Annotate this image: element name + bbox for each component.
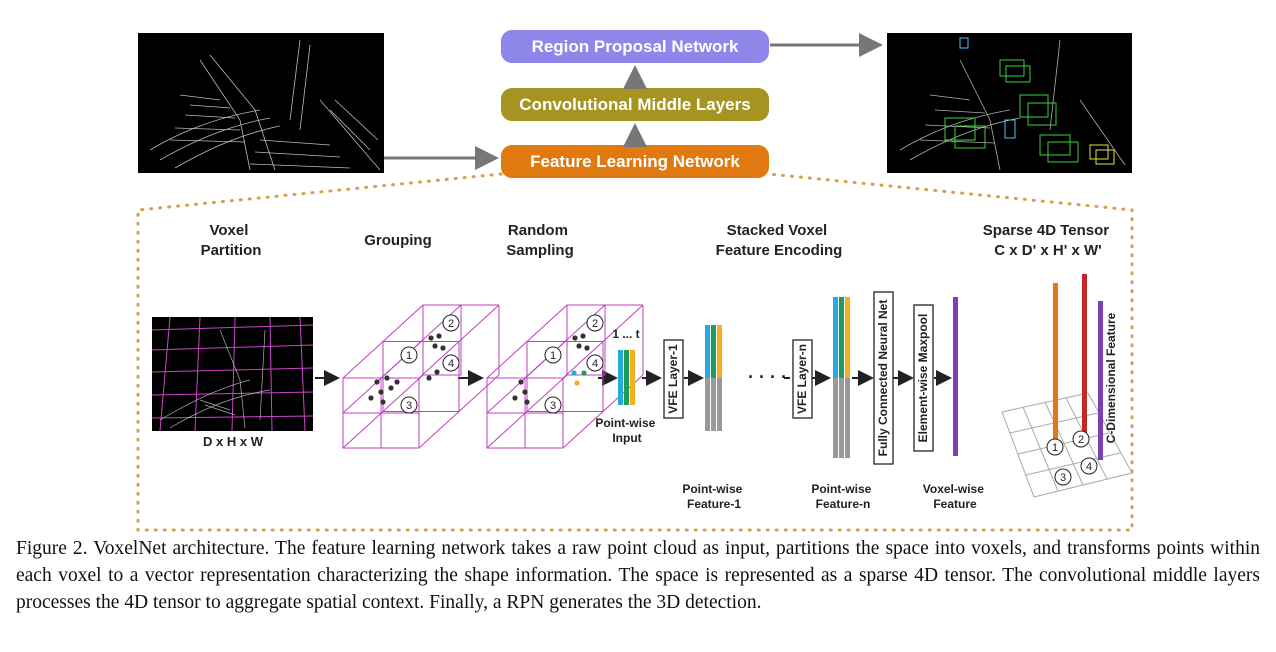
input-point-cloud-image (138, 33, 384, 173)
point (368, 395, 374, 401)
random-sampling-voxel-grid: 1 2 3 4 (486, 304, 644, 449)
voxelwise-feature-bar (953, 297, 958, 456)
voxel-number-marker (586, 354, 604, 372)
c-dimensional-feature-label: C-Dimensional Feature (1104, 312, 1118, 443)
voxel-number-marker (586, 314, 604, 332)
voxel-number-marker (544, 346, 562, 364)
point (394, 379, 400, 385)
voxel-number-marker (442, 314, 460, 332)
svg-text:4: 4 (592, 358, 598, 370)
point (522, 389, 528, 395)
point (432, 343, 438, 349)
voxel-number-marker (400, 396, 418, 414)
point (388, 385, 394, 391)
figure-caption: Figure 2. VoxelNet architecture. The fea… (16, 538, 1260, 613)
svg-text:4: 4 (448, 358, 454, 370)
voxel-partition-image (151, 316, 314, 432)
point (380, 399, 386, 405)
feature-learning-network-box: Feature Learning Network (501, 145, 769, 178)
pipeline-arrows (384, 33, 883, 170)
svg-text:3: 3 (550, 400, 556, 412)
stage-random-sampling: Random Sampling (506, 222, 574, 259)
point (572, 335, 578, 341)
vfe-layer-n-block: VFE Layer-n (792, 339, 813, 419)
stage-voxel-partition: Voxel Partition (201, 222, 262, 259)
region-proposal-network-label: Region Proposal Network (532, 37, 739, 56)
dims-label: D x H x W (203, 434, 264, 449)
output-detection-image (887, 33, 1132, 173)
svg-text:1: 1 (550, 350, 556, 362)
point (428, 335, 434, 341)
voxelnet-architecture-diagram: Region Proposal Network Convolutional Mi… (136, 30, 1134, 532)
point (512, 395, 518, 401)
point (518, 379, 524, 385)
feature-learning-network-label: Feature Learning Network (530, 152, 740, 171)
svg-text:VFE Layer-1: VFE Layer-1 (666, 344, 680, 414)
svg-text:4: 4 (1086, 461, 1092, 473)
voxel-number-marker (400, 346, 418, 364)
svg-text:Element-wise Maxpool: Element-wise Maxpool (916, 314, 930, 443)
svg-text:VFE Layer-n: VFE Layer-n (795, 344, 809, 414)
convolutional-middle-layers-label: Convolutional Middle Layers (519, 95, 750, 114)
one-to-t-label: 1 ... t (612, 327, 639, 341)
point (378, 389, 384, 395)
pointwise-feature-n-bars (833, 297, 850, 458)
svg-text:3: 3 (406, 400, 412, 412)
svg-text:2: 2 (448, 318, 454, 330)
grouping-voxel-grid: 1 2 3 4 (342, 304, 500, 449)
pointwise-feature-n-label: Point-wise Feature-n (811, 482, 874, 511)
convolutional-middle-layers-box: Convolutional Middle Layers (501, 88, 769, 121)
point (426, 375, 432, 381)
fully-connected-net-block: Fully Connected Neural Net (873, 291, 894, 465)
pointwise-input-bars (618, 350, 635, 405)
point (580, 333, 586, 339)
point (436, 333, 442, 339)
stage-sparse-4d-tensor: Sparse 4D Tensor C x D' x H' x W' (983, 222, 1114, 259)
svg-text:2: 2 (1078, 434, 1084, 446)
voxel-number-marker (442, 354, 460, 372)
point (584, 345, 590, 351)
svg-text:Fully Connected Neural Net: Fully Connected Neural Net (876, 300, 890, 457)
point (384, 375, 390, 381)
region-proposal-network-box: Region Proposal Network (501, 30, 769, 63)
point (524, 399, 530, 405)
tensor-voxel-markers: 1 2 3 4 (1046, 430, 1098, 486)
svg-text:1: 1 (406, 350, 412, 362)
pointwise-input-label: Point-wise Input (595, 416, 658, 445)
pointwise-feature-1-label: Point-wise Feature-1 (682, 482, 745, 511)
vfe-layer-1-block: VFE Layer-1 (663, 339, 684, 419)
svg-text:1: 1 (1052, 442, 1058, 454)
stage-stacked-vfe: Stacked Voxel Feature Encoding (716, 222, 843, 259)
point (576, 343, 582, 349)
svg-text:3: 3 (1060, 472, 1066, 484)
elementwise-maxpool-block: Element-wise Maxpool (913, 304, 934, 452)
point (374, 379, 380, 385)
svg-text:2: 2 (592, 318, 598, 330)
point (434, 369, 440, 375)
pointwise-feature-1-bars (705, 325, 722, 431)
voxel-number-marker (544, 396, 562, 414)
point (440, 345, 446, 351)
feature-learning-detail-outline (136, 172, 1134, 532)
stage-grouping: Grouping (364, 232, 432, 249)
ellipsis-dots: · · · · · (748, 367, 798, 387)
voxelwise-feature-label: Voxel-wise Feature (923, 482, 987, 511)
